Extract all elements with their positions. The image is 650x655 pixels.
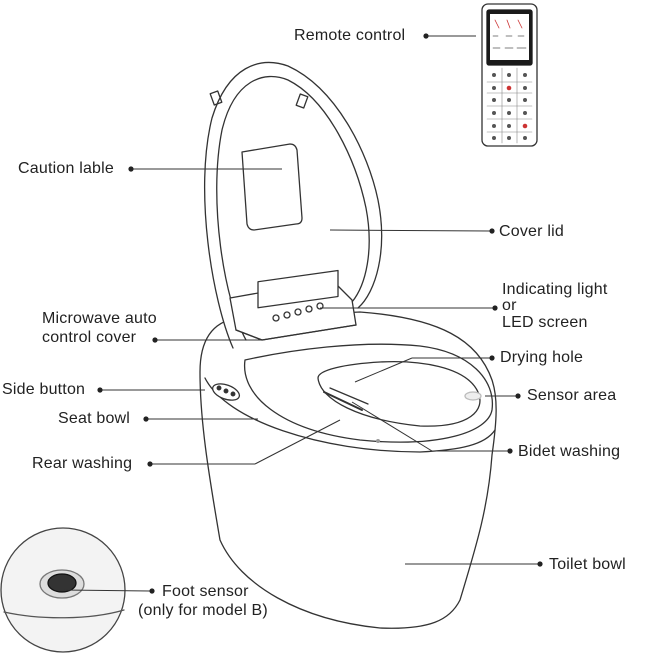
foot-sensor-inset <box>0 527 126 653</box>
label-foot-sensor-note: (only for model B) <box>138 602 268 619</box>
label-side-button: Side button <box>2 381 86 398</box>
label-microwave-auto: Microwave auto <box>42 310 157 327</box>
label-drying-hole: Drying hole <box>500 349 584 366</box>
label-control-cover: control cover <box>42 329 137 346</box>
label-indicating-light-or: or <box>502 297 517 314</box>
label-rear-washing: Rear washing <box>32 455 133 472</box>
label-caution-label: Caution lable <box>18 160 114 177</box>
label-cover-lid: Cover lid <box>499 223 564 240</box>
label-toilet-bowl: Toilet bowl <box>549 556 626 573</box>
label-foot-sensor: Foot sensor <box>162 583 249 600</box>
label-seat-bowl: Seat bowl <box>58 410 131 427</box>
label-bidet-washing: Bidet washing <box>518 443 621 460</box>
label-sensor-area: Sensor area <box>527 387 617 404</box>
label-indicating-light: Indicating light <box>502 281 608 298</box>
toilet-illustration <box>199 62 497 629</box>
label-remote-control: Remote control <box>294 27 406 44</box>
label-led-screen: LED screen <box>502 314 588 331</box>
remote-control-illustration <box>481 3 538 147</box>
